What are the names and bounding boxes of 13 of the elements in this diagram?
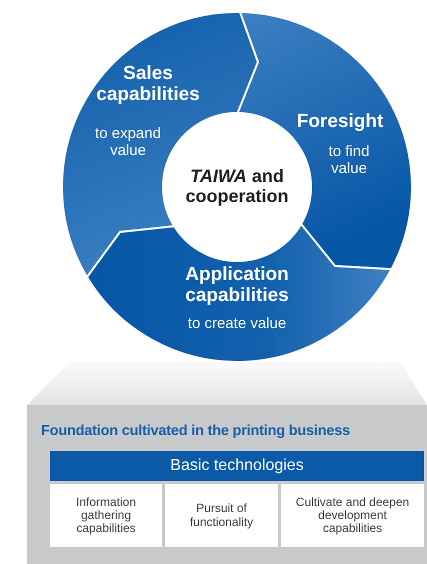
segment-subtitle: to create value [186, 316, 288, 332]
segment-subtitle: to expand value [94, 126, 162, 159]
header-bar: Basic technologies [50, 451, 424, 481]
table-cell: Pursuit of functionality [165, 484, 278, 547]
table-cell: Cultivate and deepen development capabilities [281, 484, 424, 547]
segment-title: Foresight [296, 112, 384, 133]
foundation-panel [27, 405, 427, 564]
segment-subtitle: to find value [328, 144, 370, 177]
center-label: TAIWA and cooperation [185, 167, 289, 207]
segment-title: Sales capabilities [95, 64, 201, 106]
table-cell: Information gathering capabilities [50, 484, 162, 547]
panel-heading: Foundation cultivated in the printing business [41, 424, 352, 440]
segment-title: Application capabilities [184, 265, 290, 307]
